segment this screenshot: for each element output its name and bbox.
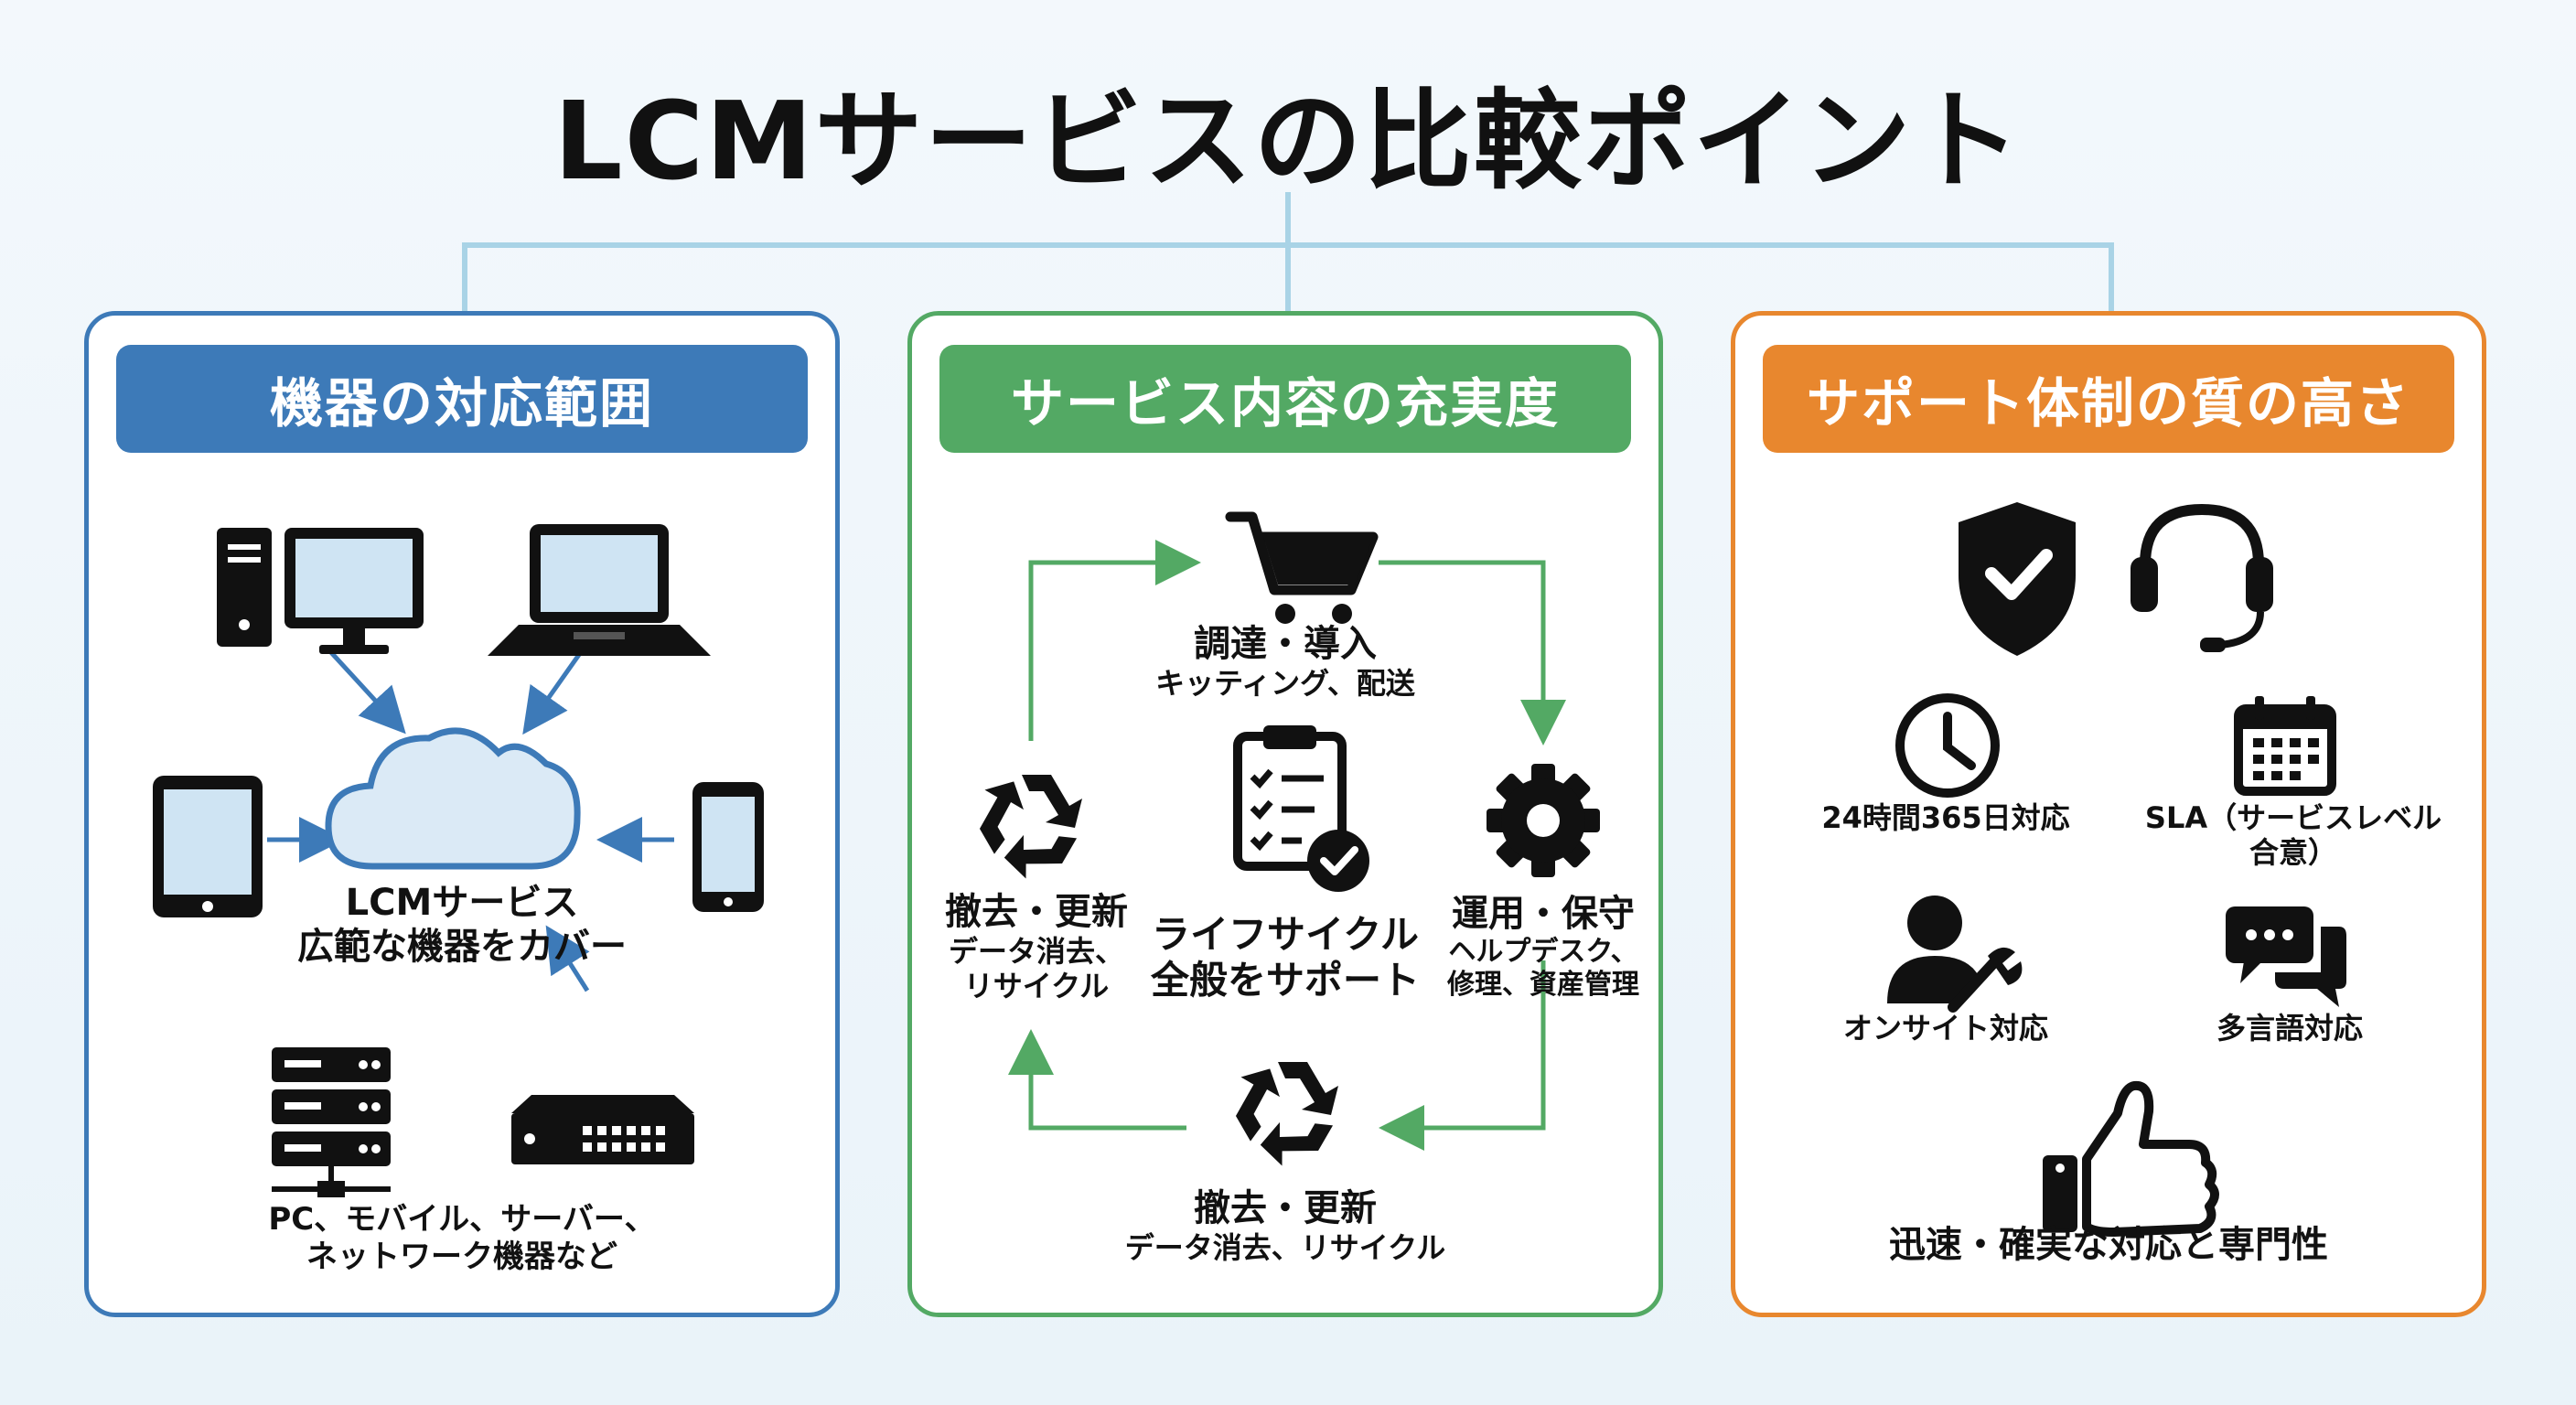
desktop-icon <box>217 528 424 654</box>
feature-onsite-label: オンサイト対応 <box>1842 1011 2048 1046</box>
panel-header: サービス内容の充実度 <box>939 345 1631 453</box>
laptop-icon <box>488 524 711 656</box>
panel-service-content: サービス内容の充実度 <box>907 311 1663 1317</box>
headset-icon <box>2131 503 2273 652</box>
thumbs-up-icon <box>2043 1080 2219 1237</box>
technician-icon <box>1887 896 2023 1013</box>
cycle-arrows <box>1008 540 1566 1151</box>
panel-support-quality: サポート体制の質の高さ <box>1731 311 2486 1317</box>
lifecycle-center-label: ライフサイクル 全般をサポート <box>1150 912 1420 1003</box>
shield-icon <box>1959 502 2076 656</box>
gear-icon <box>1487 764 1600 877</box>
arrows <box>267 648 674 992</box>
support-icons <box>1887 502 2346 1237</box>
feature-24-7-label: 24時間365日対応 <box>1821 800 2070 835</box>
panel-header: サポート体制の質の高さ <box>1763 345 2454 453</box>
chat-icon <box>2226 906 2346 1007</box>
server-icon <box>272 1047 391 1197</box>
clock-icon <box>1895 693 2000 798</box>
step-procurement: 調達・導入 キッティング、配送 <box>1155 623 1415 701</box>
tablet-icon <box>153 776 263 917</box>
lifecycle-diagram <box>979 511 1600 1166</box>
page-title: LCMサービスの比較ポイント <box>553 78 2023 204</box>
calendar-icon <box>2234 696 2336 796</box>
panel-device-coverage: 機器の対応範囲 <box>84 311 840 1317</box>
recycle-icon <box>1235 1062 1338 1166</box>
step-operation: 運用・保守 ヘルプデスク、 修理、資産管理 <box>1447 893 1639 1001</box>
cloud-icon <box>325 727 581 870</box>
feature-expertise-label: 迅速・確実な対応と専門性 <box>1889 1224 2328 1266</box>
device-list-label: PC、モバイル、サーバー、 ネットワーク機器など <box>268 1201 656 1275</box>
feature-multilingual-label: 多言語対応 <box>2216 1011 2363 1046</box>
step-retirement-bottom: 撤去・更新 データ消去、リサイクル <box>1124 1187 1446 1265</box>
panel-header: 機器の対応範囲 <box>116 345 808 453</box>
recycle-icon <box>979 775 1082 879</box>
cart-icon <box>1225 511 1379 624</box>
clipboard-icon <box>1233 725 1369 892</box>
device-diagram <box>153 524 764 1197</box>
feature-sla-label: SLA（サービスレベル 合意） <box>2144 800 2442 871</box>
center-label: LCMサービス 広範な機器をカバー <box>297 882 627 968</box>
network-switch-icon <box>511 1095 694 1164</box>
step-retirement-left: 撤去・更新 データ消去、 リサイクル <box>945 891 1128 1004</box>
smartphone-icon <box>692 782 764 912</box>
